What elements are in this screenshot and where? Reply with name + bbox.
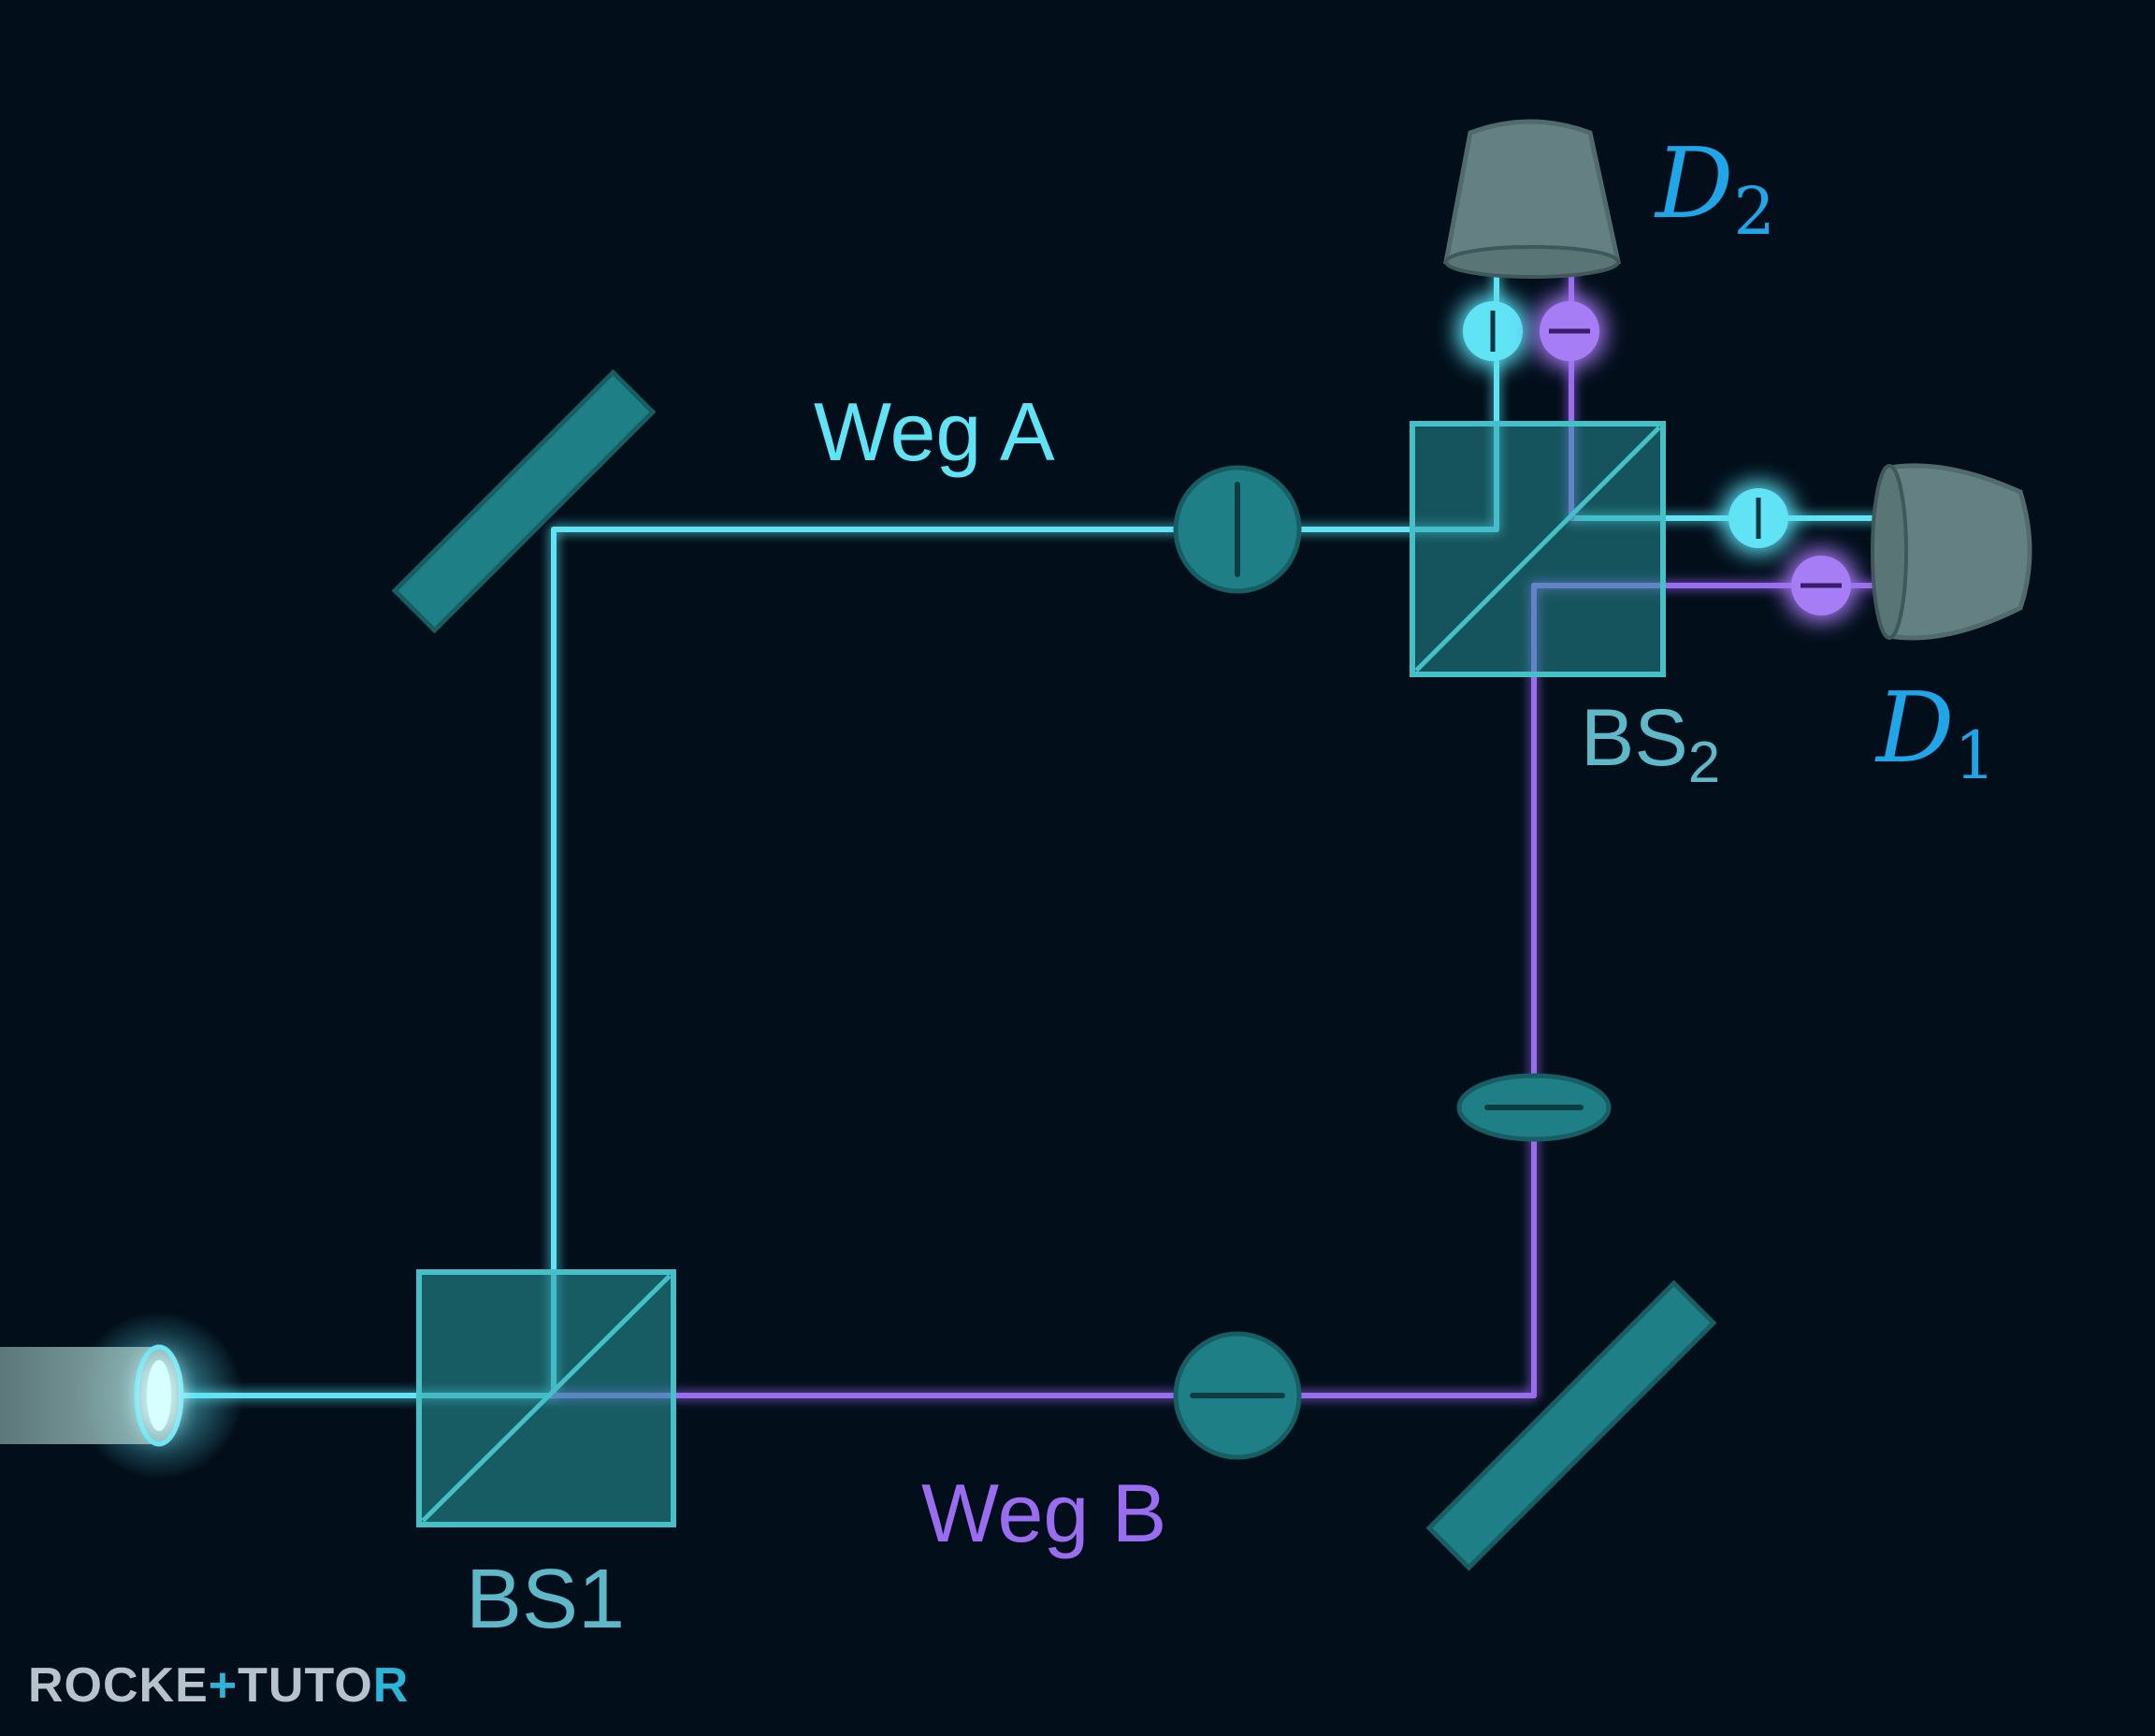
laser-source: [0, 1311, 243, 1480]
label-bs2-main: BS: [1581, 693, 1688, 783]
beam-splitter-1: [416, 1269, 676, 1527]
label-d2-main: D: [1654, 126, 1733, 240]
photon-a-d2: [1463, 301, 1523, 361]
mirror-top-left: [391, 369, 657, 634]
label-d1: D1: [1874, 671, 1996, 794]
brand-logo: ROCKE+TUTOR: [28, 1657, 409, 1714]
detector-d1: [1871, 463, 2032, 641]
photon-b-d1: [1791, 556, 1851, 615]
photon-a-d1: [1728, 488, 1788, 548]
logo-part2: TUTO: [238, 1658, 373, 1713]
logo-part3: R: [372, 1658, 410, 1713]
beam-path-b: [551, 259, 1892, 1398]
label-d2-sub: 2: [1733, 173, 1775, 250]
mirror-bottom-right: [1425, 1280, 1717, 1571]
waveplate-path-b: [1173, 1331, 1302, 1460]
label-d1-sub: 1: [1954, 717, 1996, 794]
label-d2: D2: [1654, 126, 1775, 250]
label-path-b: Weg B: [921, 1467, 1167, 1559]
logo-part1: ROCKE: [28, 1658, 209, 1713]
waveplate-path-a: [1173, 465, 1302, 594]
label-path-a: Weg A: [814, 385, 1055, 478]
photon-b-d2: [1540, 301, 1599, 361]
detector-d2: [1443, 119, 1621, 279]
label-bs2-sub: 2: [1688, 731, 1720, 795]
photon-markers: [1463, 301, 1851, 615]
label-bs1: BS1: [466, 1553, 625, 1646]
label-d1-main: D: [1874, 671, 1954, 785]
logo-plus: +: [208, 1658, 239, 1713]
label-bs2: BS2: [1581, 693, 1720, 795]
beam-splitter-2: [1410, 421, 1666, 677]
lens-path-b: [1456, 1073, 1612, 1142]
laser-aperture: [147, 1360, 171, 1431]
